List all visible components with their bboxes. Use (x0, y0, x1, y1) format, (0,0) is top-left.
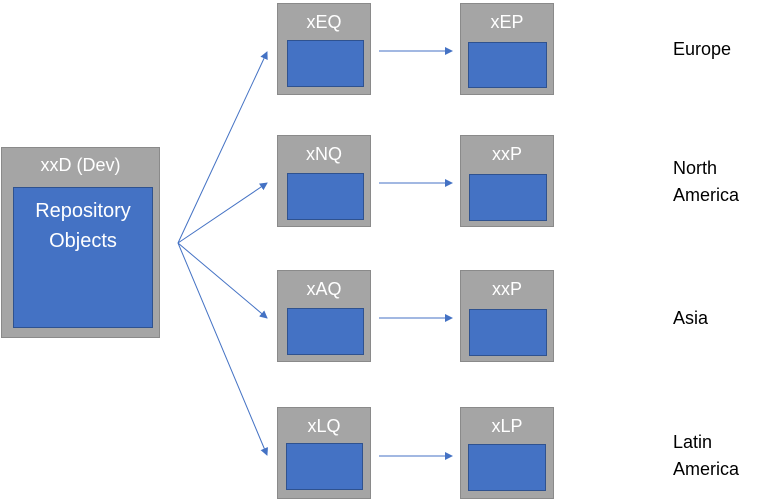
quality-system-inner (286, 443, 363, 490)
quality-system-box: xLQ (277, 407, 371, 499)
region-line1: Europe (673, 39, 732, 59)
region-line1: Latin (673, 432, 713, 452)
quality-system-inner (287, 40, 364, 87)
repository-label-line1: Repository (35, 200, 131, 222)
quality-system-title: xEQ (306, 12, 342, 32)
production-system-inner (468, 42, 547, 88)
dev-system-title: xxD (Dev) (40, 155, 121, 175)
production-system-box: xxP (460, 270, 554, 362)
region-line1: Asia (673, 308, 709, 328)
production-system-box: xLP (460, 407, 554, 499)
region-line2: America (673, 185, 740, 205)
arrow-dev-to-xnq (177, 182, 268, 244)
quality-system-box: xEQ (277, 3, 371, 95)
arrow-dev-to-xeq (177, 51, 268, 244)
region-line1: North (673, 158, 718, 178)
production-system-box: xxP (460, 135, 554, 227)
production-system-inner (469, 174, 547, 221)
production-system-title: xLP (491, 416, 523, 436)
region-label: Latin America (673, 429, 739, 483)
production-system-inner (469, 309, 547, 356)
quality-system-box: xAQ (277, 270, 371, 362)
production-system-title: xEP (490, 12, 524, 32)
quality-system-title: xLQ (307, 416, 341, 436)
region-label: North America (673, 155, 739, 209)
region-label: Europe (673, 36, 731, 63)
repository-objects-box: Repository Objects (13, 187, 153, 328)
production-system-inner (468, 444, 546, 491)
arrow-dev-to-xlq (177, 242, 268, 456)
production-system-title: xxP (491, 279, 522, 299)
quality-system-title: xAQ (306, 279, 342, 299)
dev-system-box: xxD (Dev) Repository Objects (1, 147, 160, 338)
quality-system-box: xNQ (277, 135, 371, 227)
repository-label-line2: Objects (49, 230, 117, 252)
production-system-title: xxP (491, 144, 522, 164)
quality-system-inner (287, 308, 364, 355)
production-system-box: xEP (460, 3, 554, 95)
quality-system-title: xNQ (306, 144, 342, 164)
quality-system-inner (287, 173, 364, 220)
region-label: Asia (673, 305, 708, 332)
arrow-dev-to-xaq (177, 242, 268, 319)
region-line2: America (673, 459, 740, 479)
